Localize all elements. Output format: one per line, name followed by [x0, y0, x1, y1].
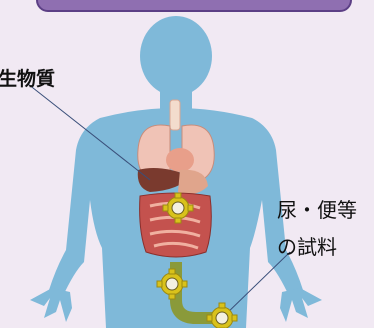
heart [166, 148, 194, 172]
trachea [170, 100, 180, 130]
label-biomaterial: 生物質 [0, 64, 55, 91]
label-samples: の試料 [277, 231, 337, 260]
label-urine-feces: 尿・便等 [277, 194, 357, 223]
